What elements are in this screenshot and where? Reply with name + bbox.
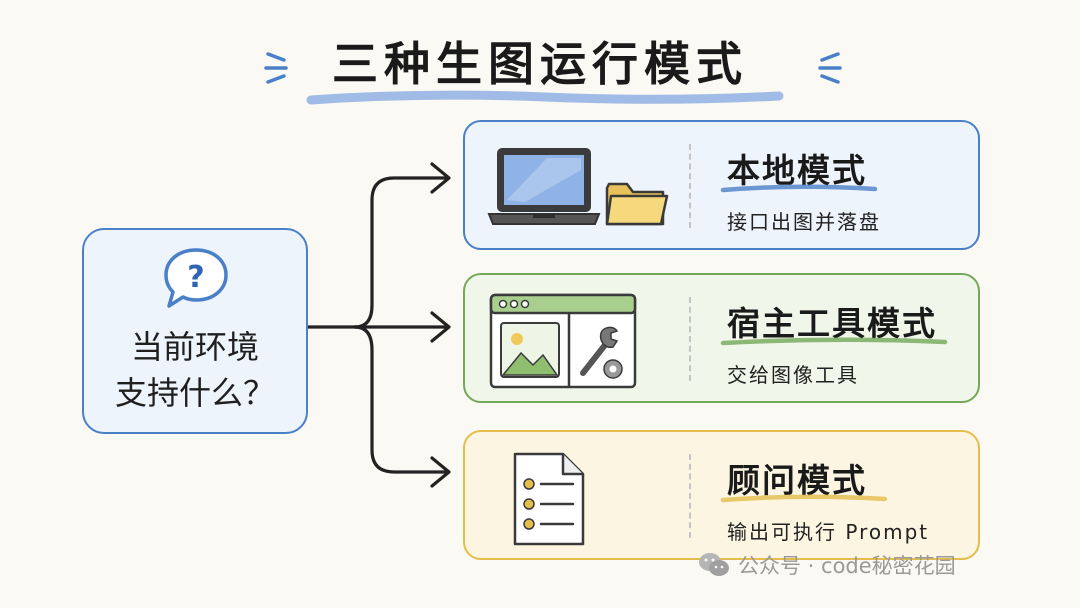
card-divider — [689, 144, 691, 228]
mode-description: 输出可执行 Prompt — [727, 520, 930, 544]
title-deco-right-icon — [818, 52, 842, 84]
card-divider — [689, 454, 691, 538]
question-text: 当前环境 支持什么？ — [84, 324, 306, 416]
card-divider — [689, 297, 691, 381]
mode-title-underline — [720, 494, 888, 503]
watermark: 公众号 · code秘密花园 — [698, 550, 956, 580]
question-line-1: 当前环境 — [130, 328, 259, 366]
document-list-icon — [513, 452, 585, 546]
svg-text:?: ? — [187, 260, 204, 295]
question-bubble-icon: ? — [164, 248, 228, 308]
title-deco-left-icon — [264, 52, 288, 84]
mode-description: 接口出图并落盘 — [727, 210, 881, 234]
mode-title: 顾问模式 — [727, 461, 867, 500]
mode-title: 本地模式 — [727, 151, 867, 190]
mode-card-local: 本地模式 接口出图并落盘 — [463, 120, 980, 250]
laptop-folder-icon — [487, 148, 669, 226]
mode-card-host-tool: 宿主工具模式 交给图像工具 — [463, 273, 980, 403]
page-title: 三种生图运行模式 — [332, 37, 748, 91]
mode-title-underline — [720, 184, 878, 193]
mode-card-advisor: 顾问模式 输出可执行 Prompt — [463, 430, 980, 560]
mode-title-underline — [720, 337, 948, 346]
title-underline — [306, 90, 784, 105]
wechat-icon — [699, 553, 729, 576]
mode-description: 交给图像工具 — [727, 363, 859, 387]
question-box: ? 当前环境 支持什么？ — [82, 228, 308, 434]
watermark-text: 公众号 · code秘密花园 — [738, 554, 956, 578]
question-line-2: 支持什么？ — [114, 374, 275, 412]
image-wrench-window-icon — [489, 293, 637, 389]
mode-title: 宿主工具模式 — [727, 304, 937, 343]
